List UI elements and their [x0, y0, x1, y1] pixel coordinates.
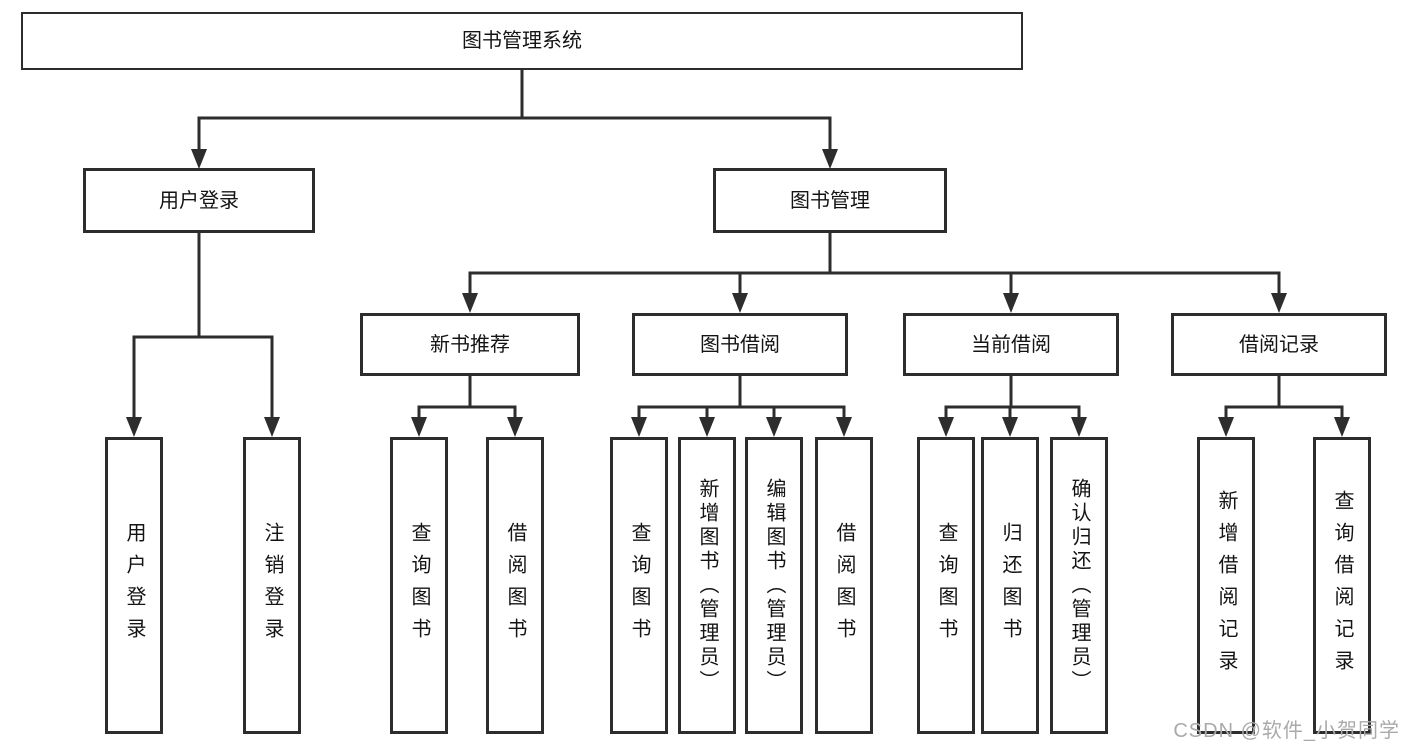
leaf-add-books-admin: 新增图书（管理员） — [678, 437, 736, 734]
leaf-query-borrow-record: 查询借阅记录 — [1313, 437, 1371, 734]
leaf-confirm-return-admin: 确认归还（管理员） — [1050, 437, 1108, 734]
node-book-borrowing: 图书借阅 — [632, 313, 848, 376]
node-book-management-module: 图书管理 — [713, 168, 947, 233]
leaf-borrow-books-recommend: 借阅图书 — [486, 437, 544, 734]
leaf-borrow-books-borrowing: 借阅图书 — [815, 437, 873, 734]
csdn-watermark: CSDN @软件_小贺同学 — [1173, 720, 1400, 742]
node-user-login-module: 用户登录 — [83, 168, 315, 233]
connector-arrows — [126, 118, 1350, 437]
leaf-add-borrow-record: 新增借阅记录 — [1197, 437, 1255, 734]
leaf-user-login: 用户登录 — [105, 437, 163, 734]
node-library-management-system: 图书管理系统 — [21, 12, 1023, 70]
leaf-logout: 注销登录 — [243, 437, 301, 734]
leaf-query-books-borrowing: 查询图书 — [610, 437, 668, 734]
leaf-return-books: 归还图书 — [981, 437, 1039, 734]
leaf-query-books-recommend: 查询图书 — [390, 437, 448, 734]
leaf-edit-books-admin: 编辑图书（管理员） — [745, 437, 803, 734]
node-current-borrowing: 当前借阅 — [903, 313, 1119, 376]
node-borrowing-records: 借阅记录 — [1171, 313, 1387, 376]
leaf-query-books-current: 查询图书 — [917, 437, 975, 734]
node-new-book-recommendation: 新书推荐 — [360, 313, 580, 376]
